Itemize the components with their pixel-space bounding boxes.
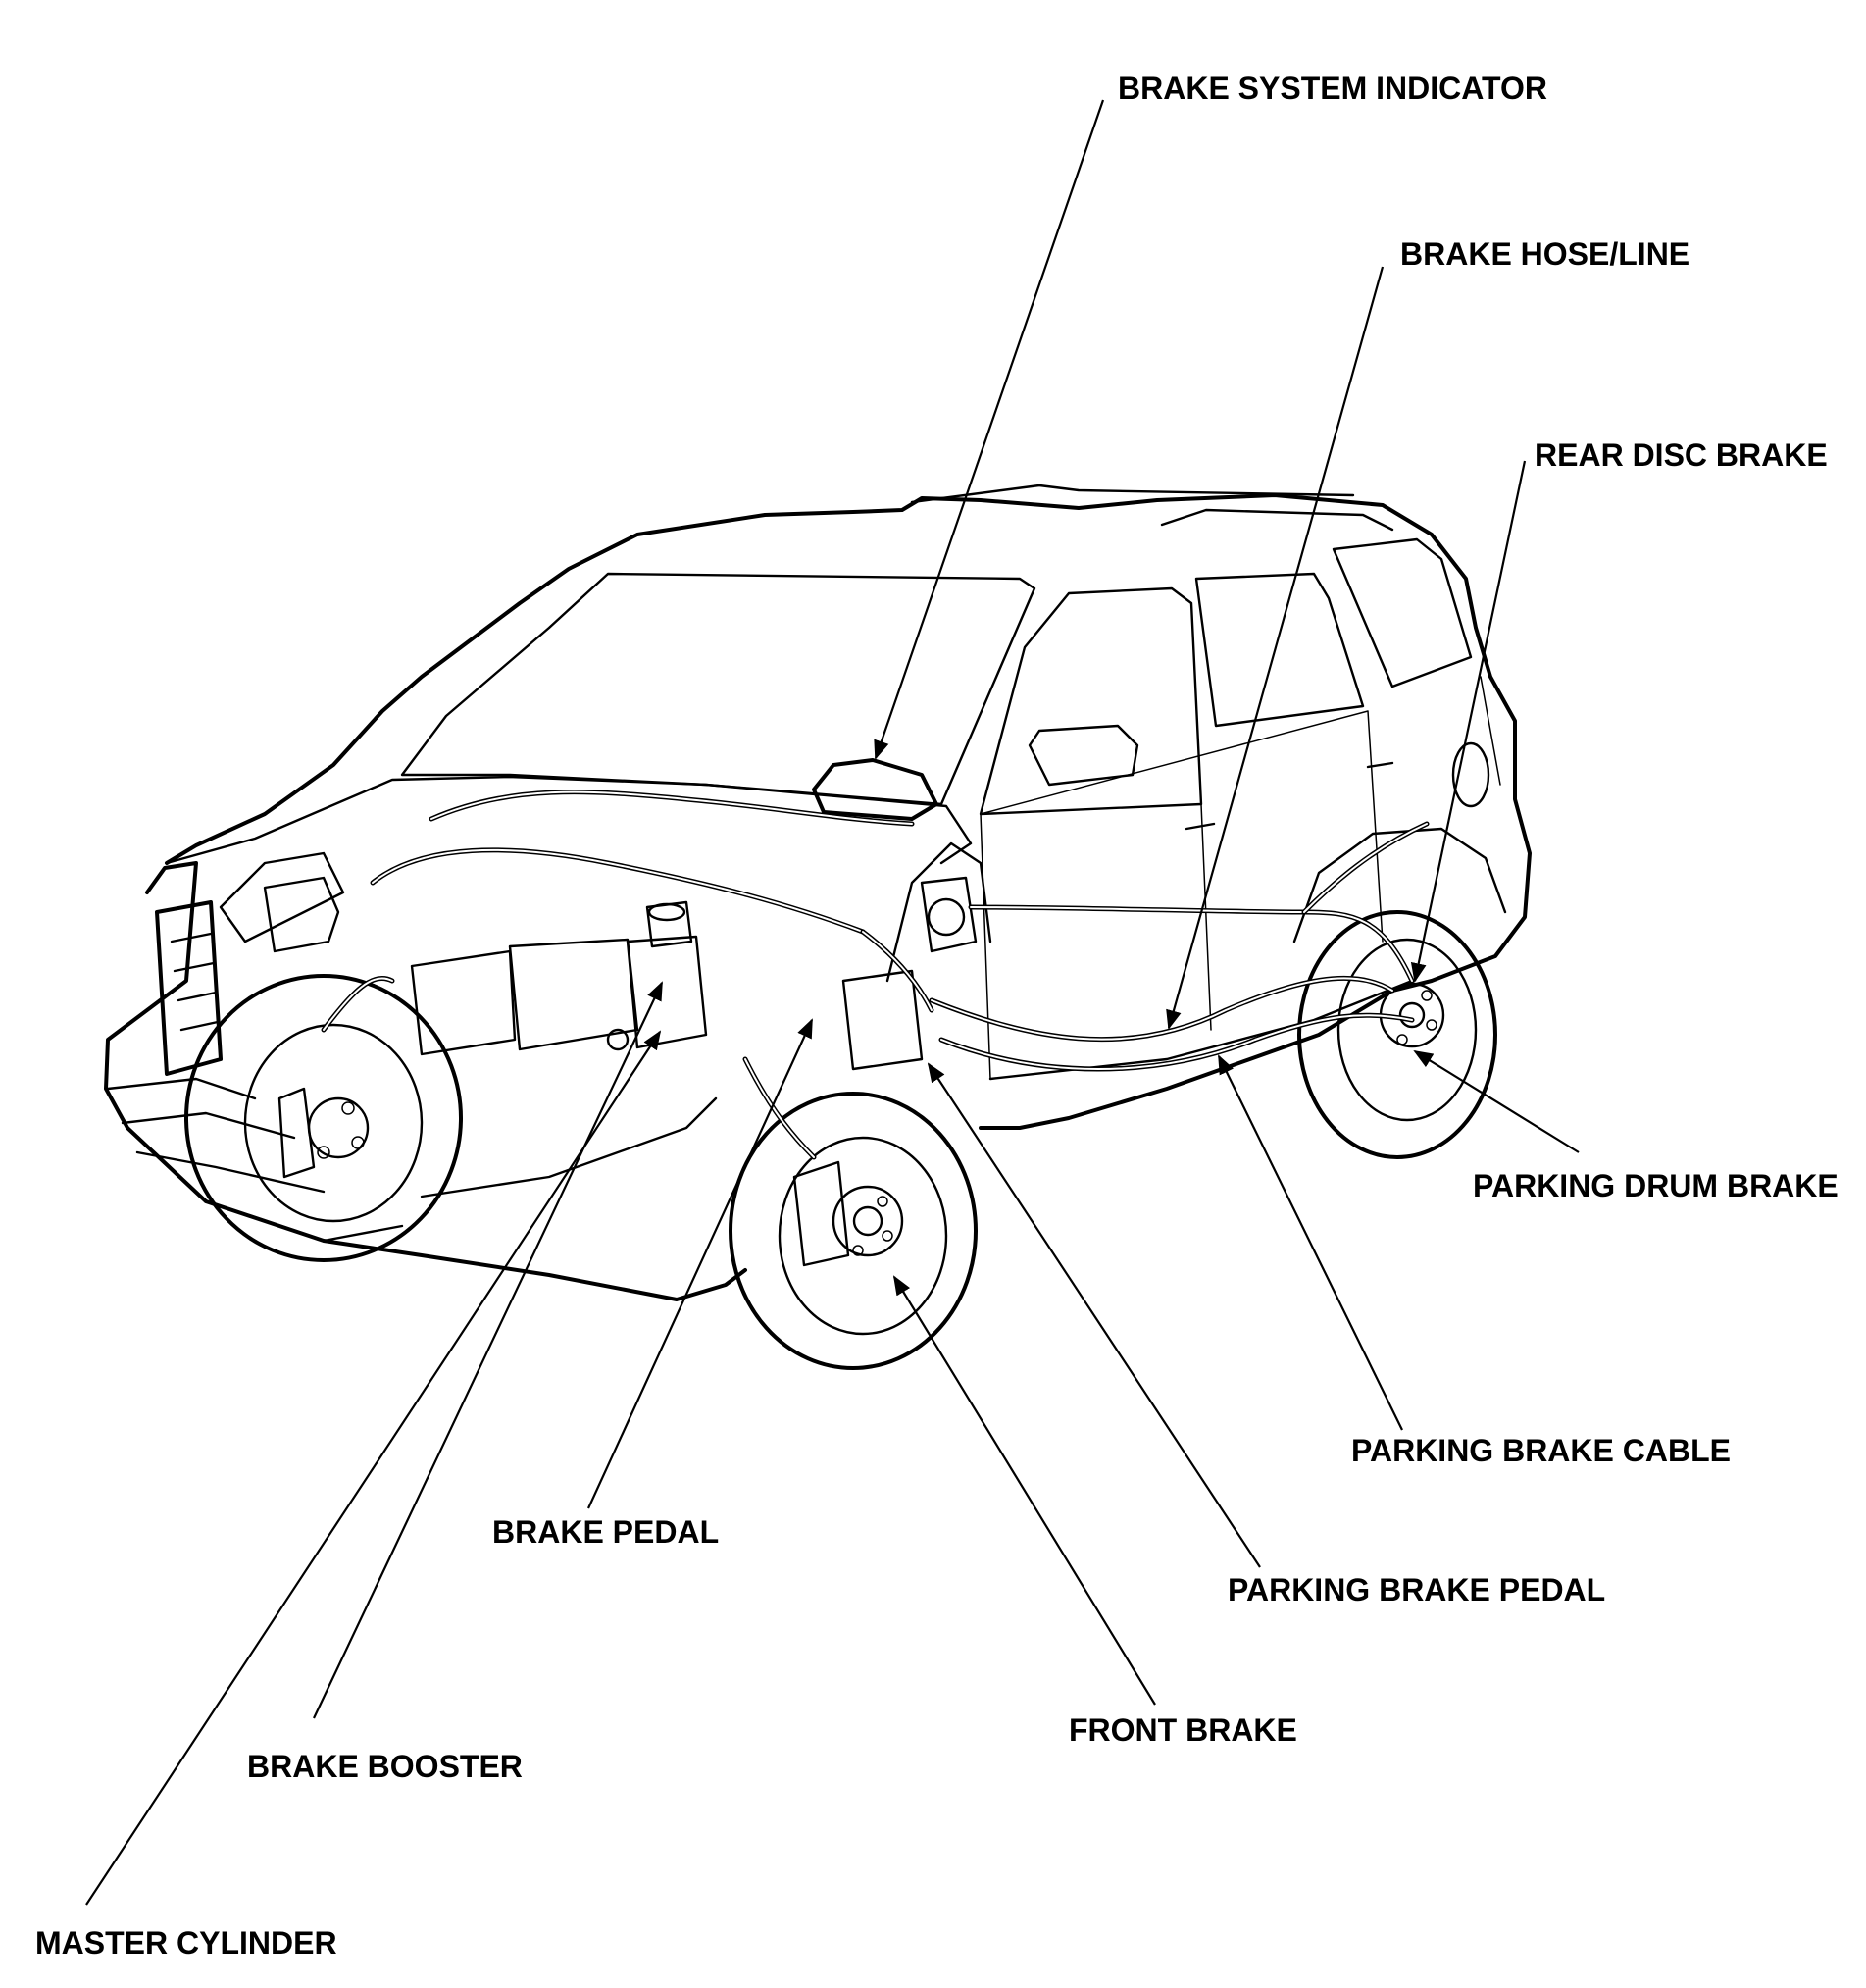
headlight <box>219 851 345 943</box>
vehicle-illustration <box>104 484 1532 1370</box>
label-rear-disc-brake: REAR DISC BRAKE <box>1535 437 1828 473</box>
leader-parking-brake-cable <box>1218 1054 1403 1431</box>
side-sill <box>988 979 1414 1081</box>
front-right-wheel <box>729 1092 978 1370</box>
leader-brake-booster <box>313 981 663 1719</box>
label-master-cylinder: MASTER CYLINDER <box>35 1925 337 1961</box>
fuel-door <box>1451 741 1490 808</box>
windshield <box>400 572 1036 806</box>
label-parking-drum-brake: PARKING DRUM BRAKE <box>1473 1168 1839 1203</box>
front-left-wheel <box>184 974 463 1262</box>
engine-components <box>263 876 978 1071</box>
instrument-cluster <box>812 758 938 821</box>
leader-parking-brake-pedal <box>927 1062 1261 1568</box>
leader-brake-hose-line <box>1166 266 1385 1030</box>
label-brake-booster: BRAKE BOOSTER <box>247 1749 523 1784</box>
brake-lines <box>321 790 1430 1160</box>
front-wheel-arch <box>885 841 992 983</box>
leader-rear-disc-brake <box>1410 460 1527 983</box>
leader-master-cylinder <box>85 1030 662 1906</box>
leader-lines <box>85 99 1580 1906</box>
lower-cladding <box>322 1096 718 1243</box>
leader-parking-drum-brake <box>1413 1049 1580 1153</box>
front-grille <box>155 900 223 1076</box>
callout-labels: BRAKE SYSTEM INDICATOR BRAKE HOSE/LINE R… <box>35 71 1839 1961</box>
label-brake-hose-line: BRAKE HOSE/LINE <box>1400 236 1689 272</box>
leader-brake-system-indicator <box>874 99 1105 760</box>
leader-brake-pedal <box>586 1018 814 1509</box>
door-lines <box>980 676 1501 1080</box>
label-parking-brake-pedal: PARKING BRAKE PEDAL <box>1228 1572 1605 1607</box>
roof-rail <box>910 484 1394 532</box>
front-bumper <box>106 1077 326 1194</box>
rear-wheel <box>1297 910 1497 1159</box>
rear-wheel-arch <box>1292 827 1507 943</box>
quarter-window <box>1332 537 1473 688</box>
hood <box>165 775 973 865</box>
label-parking-brake-cable: PARKING BRAKE CABLE <box>1351 1433 1731 1468</box>
door-handle <box>1185 761 1394 831</box>
label-brake-system-indicator: BRAKE SYSTEM INDICATOR <box>1118 71 1547 106</box>
leader-front-brake <box>892 1275 1156 1706</box>
label-front-brake: FRONT BRAKE <box>1069 1712 1297 1748</box>
rear-door-window <box>1194 572 1365 728</box>
side-mirror <box>1028 724 1139 787</box>
label-brake-pedal: BRAKE PEDAL <box>492 1514 719 1550</box>
